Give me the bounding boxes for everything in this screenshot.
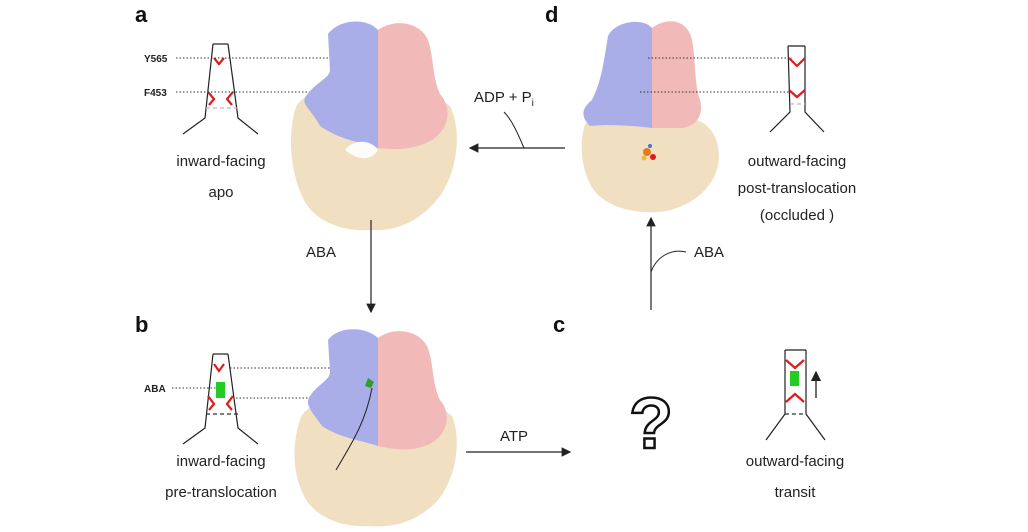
transition-a-to-b: ABA: [306, 220, 376, 314]
transition-b-to-c: ATP: [466, 428, 572, 457]
arrow-d-to-a-label: ADP + Pi: [474, 89, 534, 109]
transition-c-to-d: ABA: [646, 216, 724, 310]
gate-f453-left: [207, 395, 216, 411]
panel-d-letter: d: [545, 2, 558, 27]
panel-c-letter: c: [553, 312, 565, 337]
residue-f453-label: F453: [144, 88, 167, 99]
panel-a-caption-line2: apo: [208, 184, 233, 201]
panel-d-caption-line1: outward-facing: [748, 153, 846, 170]
panel-d-protein-structure: [581, 21, 719, 213]
panel-b-letter: b: [135, 312, 148, 337]
gate-f453-left: [207, 91, 216, 106]
arrow-c-to-d-label: ABA: [694, 244, 724, 261]
panel-a-caption-line1: inward-facing: [176, 153, 265, 170]
panel-b-caption-line2: pre-translocation: [165, 484, 277, 501]
panel-b: b ABA inward-facing pre-translocation: [135, 312, 457, 527]
panel-c: c ? outward-facing transit: [553, 312, 844, 501]
arrow-b-to-c-label: ATP: [500, 428, 528, 445]
residue-y565-label: Y565: [144, 54, 168, 65]
panel-c-caption-line2: transit: [775, 484, 817, 501]
gate-f453-right: [225, 91, 234, 106]
gate-y565: [213, 57, 225, 66]
panel-a-protein-structure: [290, 21, 457, 231]
gate-f453: [788, 89, 806, 99]
transition-d-to-a: ADP + Pi: [468, 89, 565, 153]
adp-pi-text: ADP + P: [474, 89, 532, 106]
panel-a-letter: a: [135, 2, 148, 27]
panel-b-protein-structure: [294, 329, 457, 527]
substrate-aba-marker: [216, 382, 225, 398]
arrow-a-to-b-label: ABA: [306, 244, 336, 261]
panel-c-caption-line1: outward-facing: [746, 453, 844, 470]
gate-y565: [785, 359, 805, 370]
panel-b-caption-line1: inward-facing: [176, 453, 265, 470]
panel-d-schematic: [769, 45, 825, 133]
panel-a: a Y565 F453 inward-facing apo: [135, 2, 457, 231]
gate-f453: [785, 392, 805, 403]
panel-a-schematic: [182, 43, 259, 135]
panel-b-schematic: [182, 353, 259, 445]
substrate-aba-marker: [790, 371, 799, 386]
gate-y565: [788, 57, 806, 68]
gate-f453-right: [225, 395, 234, 411]
pi-subscript: i: [532, 98, 534, 109]
panel-d-caption-line2: post-translocation: [738, 180, 856, 197]
gate-y565: [213, 363, 225, 373]
panel-b-substrate-label: ABA: [144, 384, 166, 395]
panel-d-caption-line3: (occluded ): [760, 207, 834, 224]
panel-c-schematic: [765, 349, 826, 441]
unknown-state-question-mark: ?: [629, 384, 673, 464]
panel-d: d outward-facing post-translocation (occ…: [545, 2, 856, 224]
